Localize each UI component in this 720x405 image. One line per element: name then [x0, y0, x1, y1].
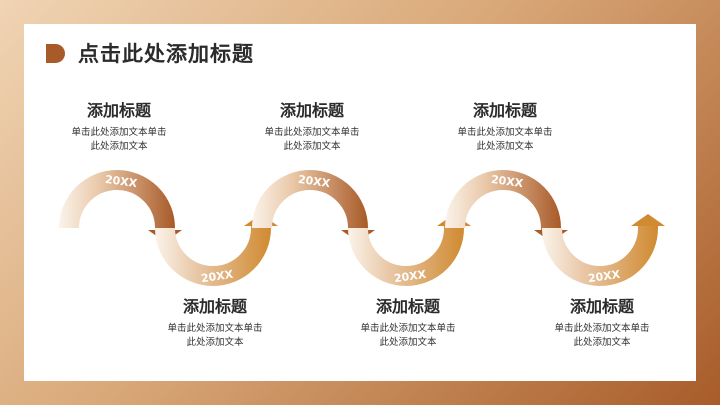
desc-line: 单击此处添加文本单击	[360, 323, 456, 334]
item-heading[interactable]: 添加标题	[279, 101, 344, 120]
desc-line: 单击此处添加文本单击	[167, 323, 263, 334]
lower-arc	[348, 224, 464, 286]
year-label: 20XX	[587, 268, 621, 285]
item-heading[interactable]: 添加标题	[569, 297, 634, 316]
timeline-item: 添加标题 单击此处添加文本单击此处添加文本	[247, 101, 377, 154]
arrow-up-icon	[631, 214, 665, 226]
lower-arc	[542, 224, 658, 286]
item-description[interactable]: 单击此处添加文本单击此处添加文本	[247, 126, 377, 154]
year-label: 20XX	[200, 268, 234, 285]
year-label: 20XX	[393, 268, 427, 285]
desc-line: 此处添加文本	[283, 141, 341, 152]
desc-line: 此处添加文本	[186, 337, 244, 348]
year-label: 20XX	[490, 173, 524, 190]
desc-line: 单击此处添加文本单击	[264, 127, 360, 138]
timeline-item: 添加标题 单击此处添加文本单击此处添加文本	[440, 101, 570, 154]
item-heading[interactable]: 添加标题	[472, 101, 537, 120]
year-label: 20XX	[104, 173, 138, 190]
item-heading[interactable]: 添加标题	[86, 101, 151, 120]
item-description[interactable]: 单击此处添加文本单击此处添加文本	[537, 322, 667, 350]
item-description[interactable]: 单击此处添加文本单击此处添加文本	[150, 322, 280, 350]
upper-arc	[59, 170, 175, 232]
desc-line: 此处添加文本	[379, 337, 437, 348]
item-description[interactable]: 单击此处添加文本单击此处添加文本	[343, 322, 473, 350]
timeline-item: 添加标题 单击此处添加文本单击此处添加文本	[343, 297, 473, 350]
desc-line: 单击此处添加文本单击	[71, 127, 167, 138]
desc-line: 单击此处添加文本单击	[457, 127, 553, 138]
desc-line: 单击此处添加文本单击	[554, 323, 650, 334]
desc-line: 此处添加文本	[476, 141, 534, 152]
lower-arc	[155, 224, 271, 286]
item-description[interactable]: 单击此处添加文本单击此处添加文本	[440, 126, 570, 154]
timeline-item: 添加标题 单击此处添加文本单击此处添加文本	[150, 297, 280, 350]
timeline-item: 添加标题 单击此处添加文本单击此处添加文本	[537, 297, 667, 350]
desc-line: 此处添加文本	[573, 337, 631, 348]
desc-line: 此处添加文本	[90, 141, 148, 152]
slide-title[interactable]: 点击此处添加标题	[78, 42, 254, 66]
upper-arc	[445, 170, 561, 232]
item-heading[interactable]: 添加标题	[182, 297, 247, 316]
title-marker-icon	[46, 44, 65, 63]
item-heading[interactable]: 添加标题	[375, 297, 440, 316]
year-label: 20XX	[297, 173, 331, 190]
item-description[interactable]: 单击此处添加文本单击此处添加文本	[54, 126, 184, 154]
timeline-item: 添加标题 单击此处添加文本单击此处添加文本	[54, 101, 184, 154]
upper-arc	[252, 170, 368, 232]
